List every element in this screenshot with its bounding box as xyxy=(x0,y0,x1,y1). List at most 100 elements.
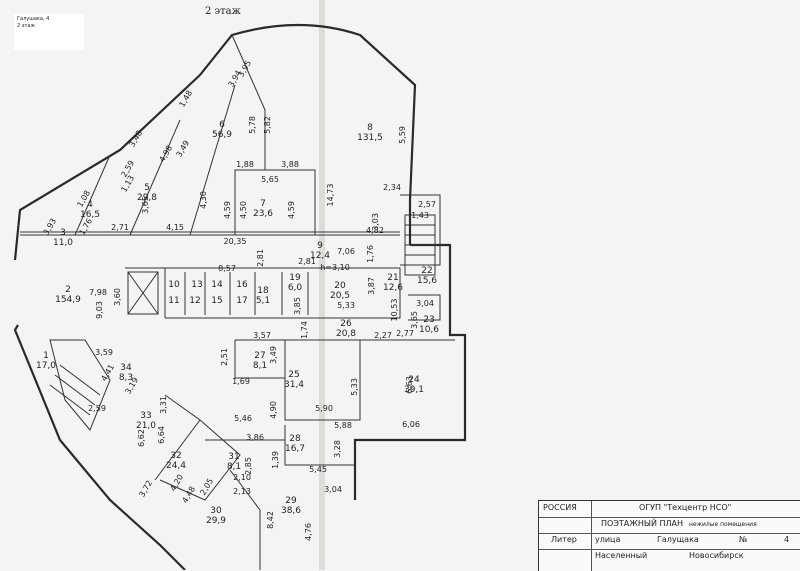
room-area: 8,1 xyxy=(227,462,241,472)
dimension-label: 5,59 xyxy=(398,126,407,144)
title-block-divider xyxy=(591,501,592,571)
dimension-label: 7,98 xyxy=(89,288,107,297)
room-number: 31 xyxy=(228,452,239,462)
room-number: 30 xyxy=(210,506,222,516)
dimension-label: 14,73 xyxy=(326,184,335,207)
stair-symbol xyxy=(49,214,436,416)
room-area: 154,9 xyxy=(55,295,81,305)
room-area: 11,0 xyxy=(53,238,73,248)
room-number: 18 xyxy=(257,286,269,296)
room-area: 12,4 xyxy=(310,251,330,261)
dimension-label: 2,57 xyxy=(418,200,436,209)
dimension-label: 3,65 xyxy=(410,311,419,329)
room-number: 17 xyxy=(236,296,247,306)
dimension-label: 7,06 xyxy=(337,247,355,256)
dimension-label: 3,57 xyxy=(253,331,271,340)
room-number: 28 xyxy=(289,434,301,444)
dimension-label: 1,39 xyxy=(271,451,280,469)
stamp-no: 4 xyxy=(784,535,790,544)
room-number: 13 xyxy=(191,280,202,290)
corner-note: Галушака, 4 2 этаж xyxy=(14,14,84,50)
dimension-label: 2,81 xyxy=(256,249,265,267)
dimension-label: 5,78 xyxy=(248,116,257,134)
room-number: 25 xyxy=(288,370,299,380)
room-number: 10 xyxy=(168,280,180,290)
room-area: 10,6 xyxy=(419,325,439,335)
room-number: 27 xyxy=(254,351,265,361)
room-number: 22 xyxy=(421,266,432,276)
dimension-label: 20,35 xyxy=(224,237,247,246)
stamp-street-label: улица xyxy=(595,535,621,544)
title-block: РОССИЯ ОГУП "Техцентр НСО" ПОЭТАЖНЫЙ ПЛА… xyxy=(538,500,800,571)
dimension-label: 5,65 xyxy=(261,175,279,184)
room-area: 8,1 xyxy=(253,361,267,371)
floor-title: 2 этаж xyxy=(205,6,241,17)
room-area: 24,4 xyxy=(166,461,186,471)
title-block-row-3: Литер улица Галущака № 4 xyxy=(539,533,800,550)
dimension-label: 3,49 xyxy=(174,139,191,159)
room-number: 19 xyxy=(289,273,301,283)
room-number: 16 xyxy=(236,280,248,290)
dimension-label: 4,59 xyxy=(223,201,232,219)
room-area: 38,6 xyxy=(281,506,301,516)
dimension-label: 1,43 xyxy=(411,211,429,220)
dimension-label: 5,33 xyxy=(350,378,359,396)
dimension-label: 4,82 xyxy=(366,226,384,235)
dimension-label: 4,76 xyxy=(304,523,313,541)
room-number: 7 xyxy=(260,199,266,209)
dimension-label: 2,85 xyxy=(244,457,253,475)
room-area: 39,1 xyxy=(404,385,424,395)
room-area: 29,9 xyxy=(206,516,226,526)
title-block-row-4: Населенный Новосибирск xyxy=(539,549,800,565)
room-area: 16,7 xyxy=(285,444,305,454)
dimension-label: 3,31 xyxy=(159,396,168,414)
dimension-label: 8,57 xyxy=(218,264,236,273)
dimension-label: 3,87 xyxy=(367,277,376,295)
room-number: 24 xyxy=(408,375,420,385)
dimension-label: 4,90 xyxy=(269,401,278,419)
dimension-label: 3,04 xyxy=(324,485,342,494)
dimension-label: 4,59 xyxy=(287,201,296,219)
dimension-label: 5,46 xyxy=(234,414,252,423)
dimension-label: 1,69 xyxy=(232,377,250,386)
room-number: 32 xyxy=(170,451,181,461)
dimension-label: 4,30 xyxy=(199,191,208,209)
dimension-label: 2,59 xyxy=(88,404,106,413)
dimension-label: 6,62 xyxy=(137,429,146,447)
dimension-label: 3,72 xyxy=(137,479,154,499)
dimension-label: 5,45 xyxy=(309,465,327,474)
room-number: 9 xyxy=(317,241,323,251)
dimension-label: 5,88 xyxy=(334,421,352,430)
dimension-label: 2,13 xyxy=(233,487,251,496)
room-number: 3 xyxy=(60,228,66,238)
outer-walls xyxy=(13,23,467,570)
dimension-label: 3,86 xyxy=(246,433,264,442)
dimension-label: 4,48 xyxy=(180,485,197,505)
dimension-label: 3,85 xyxy=(293,297,302,315)
dimension-label: 2,34 xyxy=(383,183,401,192)
room-number: 12 xyxy=(189,296,200,306)
room-area: 12,6 xyxy=(383,283,403,293)
dimension-label: 3,93 xyxy=(41,217,58,237)
dimension-label: 3,65 xyxy=(141,196,150,214)
stamp-plan-note: нежилые помещения xyxy=(689,521,757,528)
dimension-label: 1,88 xyxy=(236,160,254,169)
dimension-label: 8,42 xyxy=(266,511,275,529)
room-number: 2 xyxy=(65,285,71,295)
room-number: 15 xyxy=(211,296,222,306)
room-area: 5,1 xyxy=(256,296,270,306)
room-area: 20,8 xyxy=(336,329,356,339)
dimension-label: 6,63 xyxy=(405,376,414,394)
dimension-label: 1,48 xyxy=(177,89,194,109)
dimension-label: 3,59 xyxy=(95,348,113,357)
dimension-label: 3,48 xyxy=(127,129,144,149)
room-number: 4 xyxy=(87,200,93,210)
dimension-label: 2,77 xyxy=(396,329,414,338)
dimension-label: h=3,10 xyxy=(320,263,350,272)
dimension-label: 4,50 xyxy=(239,201,248,219)
stamp-city: Новосибирск xyxy=(689,551,744,560)
room-area: 6,0 xyxy=(288,283,303,293)
dimension-label: 2,71 xyxy=(111,223,129,232)
dimension-label: 3,03 xyxy=(371,213,380,231)
